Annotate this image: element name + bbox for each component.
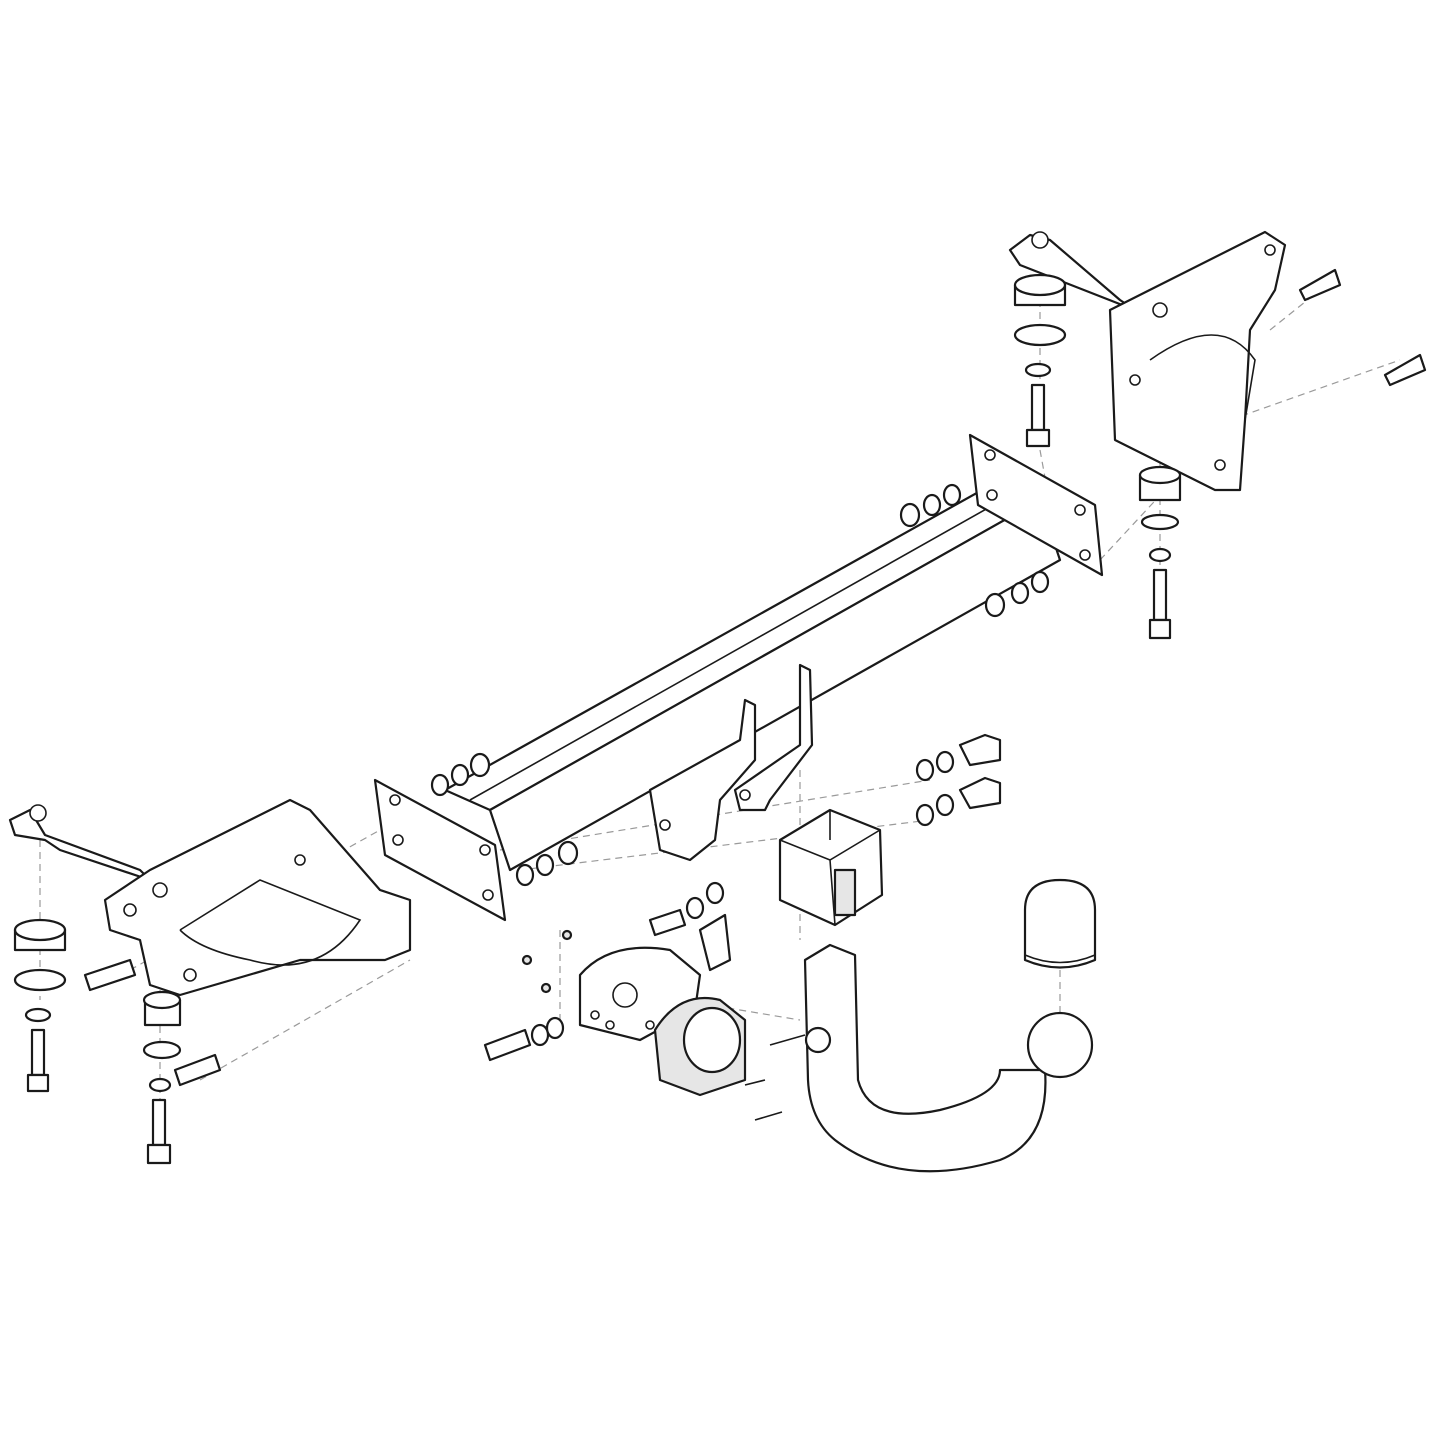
right-end-plate (968, 433, 1104, 577)
right-vehicle-bracket (1008, 230, 1287, 492)
left-vehicle-bracket (8, 798, 412, 997)
receiver-housing (778, 808, 884, 927)
fasteners (13, 268, 1427, 1165)
electrical-socket (653, 996, 747, 1097)
tow-ball-cover (1023, 878, 1097, 969)
tow-ball-neck (803, 943, 1094, 1173)
center-mount-brackets (648, 663, 814, 862)
left-end-plate (373, 778, 507, 922)
main-crossbar (443, 478, 1062, 872)
